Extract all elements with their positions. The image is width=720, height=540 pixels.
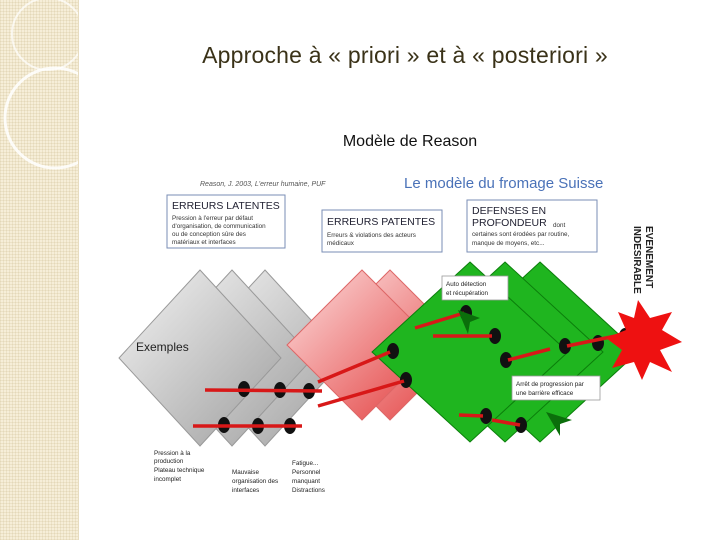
arrow-marker bbox=[546, 412, 572, 436]
example-line: manquant bbox=[292, 478, 320, 485]
example-line: interfaces bbox=[232, 487, 259, 494]
defenses-title-2: PROFONDEUR bbox=[472, 217, 547, 229]
reference-citation: Reason, J. 2003, L'erreur humaine, PUF bbox=[200, 181, 326, 188]
slide-title: Approche à « priori » et à « posteriori … bbox=[202, 42, 608, 68]
bottom-example-left: Pression à la production Plateau techniq… bbox=[154, 450, 205, 483]
hole bbox=[515, 417, 527, 433]
arret-line: une barrière efficace bbox=[516, 390, 574, 397]
event-starburst bbox=[606, 300, 682, 380]
bottom-example-middle: Mauvaise organisation des interfaces bbox=[232, 469, 278, 494]
example-line: production bbox=[154, 458, 184, 465]
defenses-line: dont bbox=[553, 222, 566, 229]
latent-line: Pression à l'erreur par défaut bbox=[172, 215, 253, 222]
example-line: Plateau technique bbox=[154, 467, 205, 474]
auto-detection-line: et récupération bbox=[446, 290, 489, 297]
example-line: Pression à la bbox=[154, 450, 191, 457]
example-line: Personnel bbox=[292, 469, 320, 476]
latent-error-slices bbox=[118, 269, 347, 447]
arret-callout: Arrêt de progression par une barrière ef… bbox=[511, 375, 601, 401]
slide-subtitle: Modèle de Reason bbox=[342, 133, 478, 150]
event-label-line2: INDESIRABLE bbox=[631, 226, 642, 294]
hole bbox=[480, 408, 492, 424]
example-line: Distractions bbox=[292, 487, 325, 494]
latent-errors-title: ERREURS LATENTES bbox=[172, 200, 280, 212]
green-arrow-markers bbox=[458, 310, 572, 436]
arret-line: Arrêt de progression par bbox=[516, 381, 584, 388]
patent-line: médicaux bbox=[327, 240, 355, 247]
trajectory-line bbox=[317, 350, 391, 384]
defenses-line: manque de moyens, etc... bbox=[472, 240, 545, 247]
trajectory-line bbox=[458, 413, 484, 418]
trajectory-line bbox=[414, 311, 465, 330]
latent-line: matériaux et interfaces bbox=[172, 239, 236, 246]
trajectory-line bbox=[507, 347, 551, 362]
slide-sidebar-decoration bbox=[0, 0, 79, 540]
example-line: incomplet bbox=[154, 476, 181, 483]
trajectory-line bbox=[491, 418, 521, 427]
exemples-label: Exemples bbox=[136, 340, 189, 354]
auto-detection-callout: Auto détection et récupération bbox=[441, 275, 509, 301]
latent-errors-box: ERREURS LATENTES Pression à l'erreur par… bbox=[166, 194, 286, 249]
patent-errors-box: ERREURS PATENTES Erreurs & violations de… bbox=[321, 209, 443, 253]
hole bbox=[559, 338, 571, 354]
latent-line: d'organisation, de communication bbox=[172, 223, 266, 230]
latent-line: ou de conception sûre des bbox=[172, 231, 246, 238]
latent-slice bbox=[118, 269, 282, 447]
error-trajectories bbox=[193, 311, 641, 428]
hole bbox=[387, 343, 399, 359]
example-line: Fatigue... bbox=[292, 460, 319, 467]
trajectory-line bbox=[317, 379, 405, 408]
diagram-heading: Le modèle du fromage Suisse bbox=[404, 175, 603, 192]
hole bbox=[400, 372, 412, 388]
patent-errors-title: ERREURS PATENTES bbox=[327, 216, 435, 228]
hole bbox=[500, 352, 512, 368]
defenses-box: DEFENSES EN PROFONDEUR dont certaines so… bbox=[466, 199, 598, 253]
defenses-title-1: DEFENSES EN bbox=[472, 205, 546, 217]
decorative-circles bbox=[3, 0, 78, 170]
example-line: Mauvaise bbox=[232, 469, 259, 476]
bottom-example-right: Fatigue... Personnel manquant Distractio… bbox=[292, 460, 325, 494]
event-label-line1: EVENEMENT bbox=[643, 226, 654, 288]
trajectory-line bbox=[204, 388, 323, 393]
patent-line: Erreurs & violations des acteurs bbox=[327, 232, 416, 239]
defenses-line: certaines sont érodées par routine, bbox=[472, 231, 570, 238]
hole bbox=[489, 328, 501, 344]
example-line: organisation des bbox=[232, 478, 278, 485]
auto-detection-line: Auto détection bbox=[446, 281, 487, 288]
arrow-marker bbox=[458, 310, 480, 334]
